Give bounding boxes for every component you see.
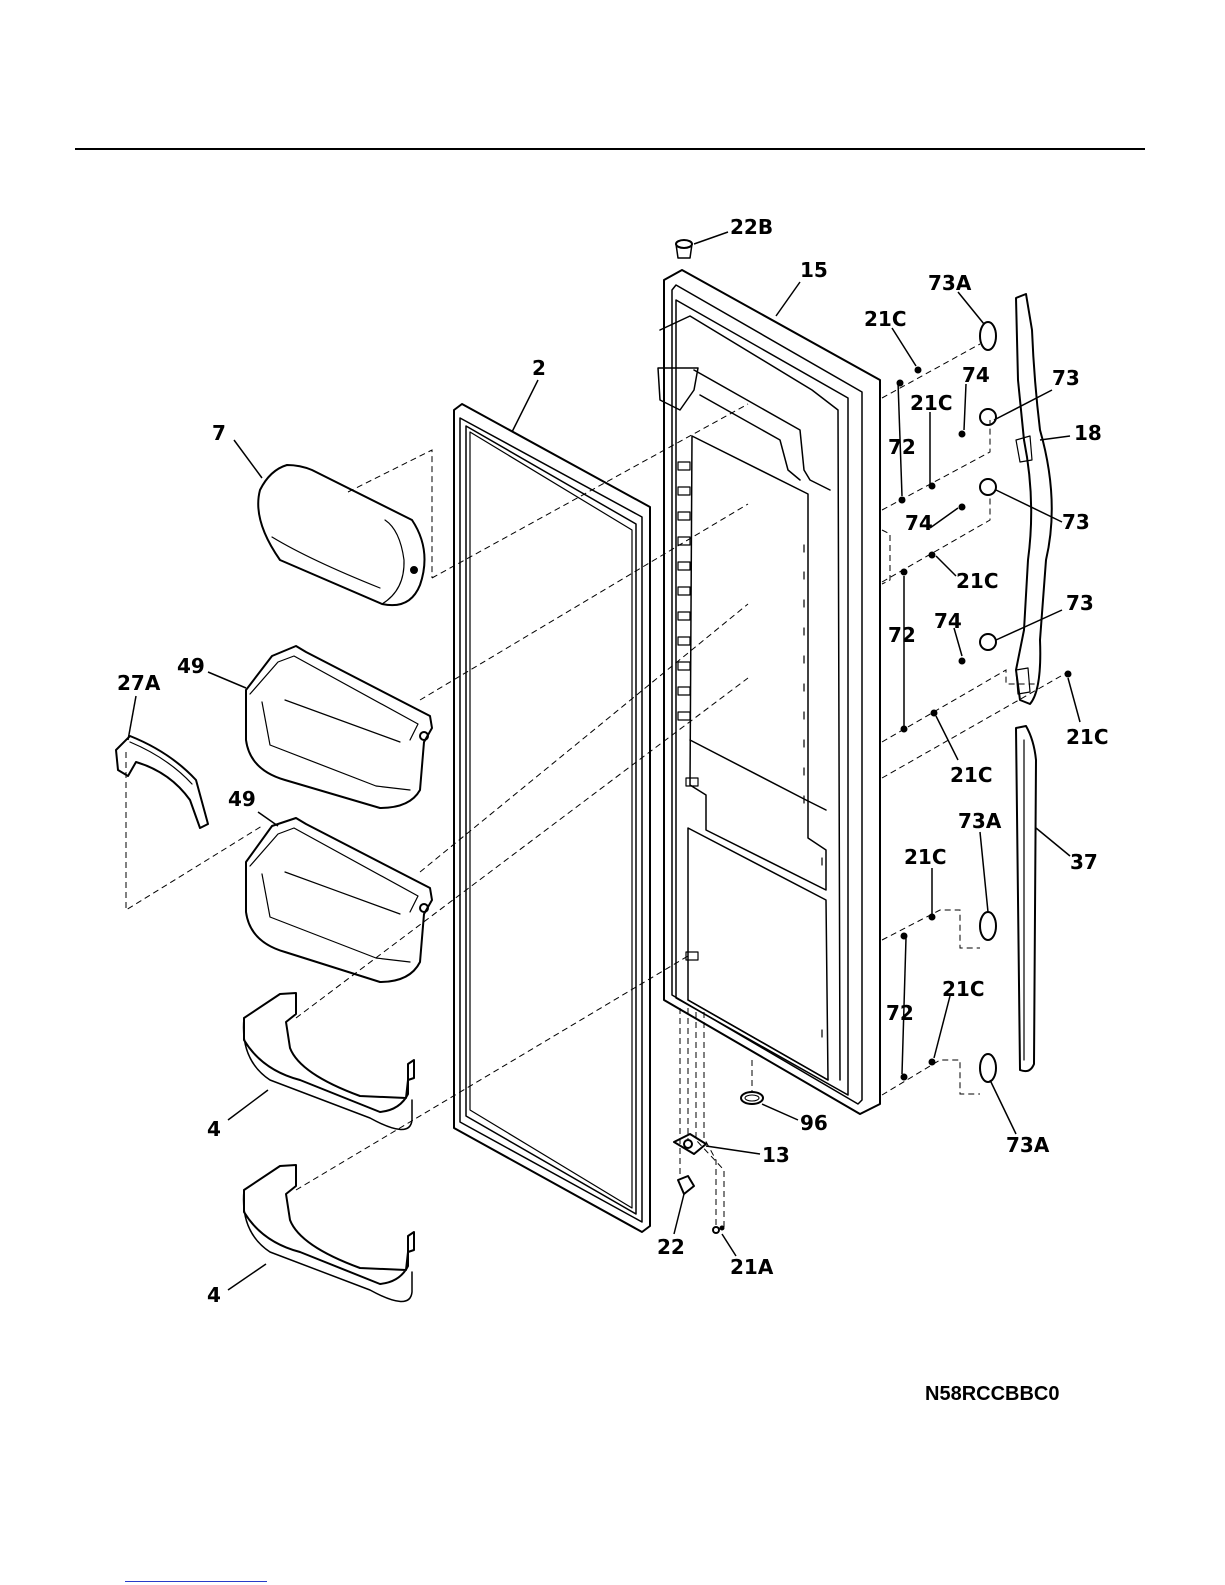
callout-73: 73: [1066, 591, 1094, 615]
screws[interactable]: [720, 367, 1071, 1230]
callout-37: 37: [1070, 850, 1098, 874]
door-handle-bracket: [116, 736, 208, 828]
footer-link-underline[interactable]: [125, 1581, 267, 1582]
callout-4: 4: [207, 1283, 221, 1307]
callout-74: 74: [934, 609, 962, 633]
callout-labels: 22B 15 73A 21C 2 74 73 21C 18 7 72 74 73…: [117, 215, 1109, 1307]
callout-73A: 73A: [958, 809, 1002, 833]
diagram-code: N58RCCBBC0: [925, 1383, 1059, 1406]
callout-21C: 21C: [1066, 725, 1109, 749]
hinge-clips: [980, 322, 996, 1082]
shelf-bin-upper: [246, 646, 432, 808]
callout-18: 18: [1074, 421, 1102, 445]
callout-49: 49: [228, 787, 256, 811]
callout-96: 96: [800, 1111, 828, 1135]
callout-27A: 27A: [117, 671, 161, 695]
callout-4: 4: [207, 1117, 221, 1141]
callout-7: 7: [212, 421, 226, 445]
door-assembly: [658, 270, 880, 1114]
handle-18: [1016, 294, 1052, 704]
callout-21C: 21C: [904, 845, 947, 869]
callout-21C: 21C: [942, 977, 985, 1001]
callout-22: 22: [657, 1235, 685, 1259]
handle-trim-37: [1016, 726, 1036, 1071]
door-bin-lower: [244, 1165, 414, 1302]
shelf-bin-lower: [246, 818, 432, 982]
callout-15: 15: [800, 258, 828, 282]
callout-73A: 73A: [928, 271, 972, 295]
callout-73: 73: [1052, 366, 1080, 390]
callout-21A: 21A: [730, 1255, 774, 1279]
callout-2: 2: [532, 356, 546, 380]
callout-72: 72: [886, 1001, 914, 1025]
small-parts: [674, 240, 763, 1233]
callout-73: 73: [1062, 510, 1090, 534]
callout-72: 72: [888, 623, 916, 647]
assembly-lines: [126, 344, 1068, 1228]
callout-13: 13: [762, 1143, 790, 1167]
callout-21C: 21C: [956, 569, 999, 593]
door-bin-upper: [244, 993, 414, 1130]
callout-72: 72: [888, 435, 916, 459]
dairy-door: [258, 465, 424, 605]
callout-21C: 21C: [950, 763, 993, 787]
callout-21C: 21C: [864, 307, 907, 331]
callout-49: 49: [177, 654, 205, 678]
callout-21C: 21C: [910, 391, 953, 415]
door-gasket: [454, 404, 650, 1232]
callout-73A: 73A: [1006, 1133, 1050, 1157]
callout-22B: 22B: [730, 215, 773, 239]
callout-74: 74: [962, 363, 990, 387]
callout-74: 74: [905, 511, 933, 535]
